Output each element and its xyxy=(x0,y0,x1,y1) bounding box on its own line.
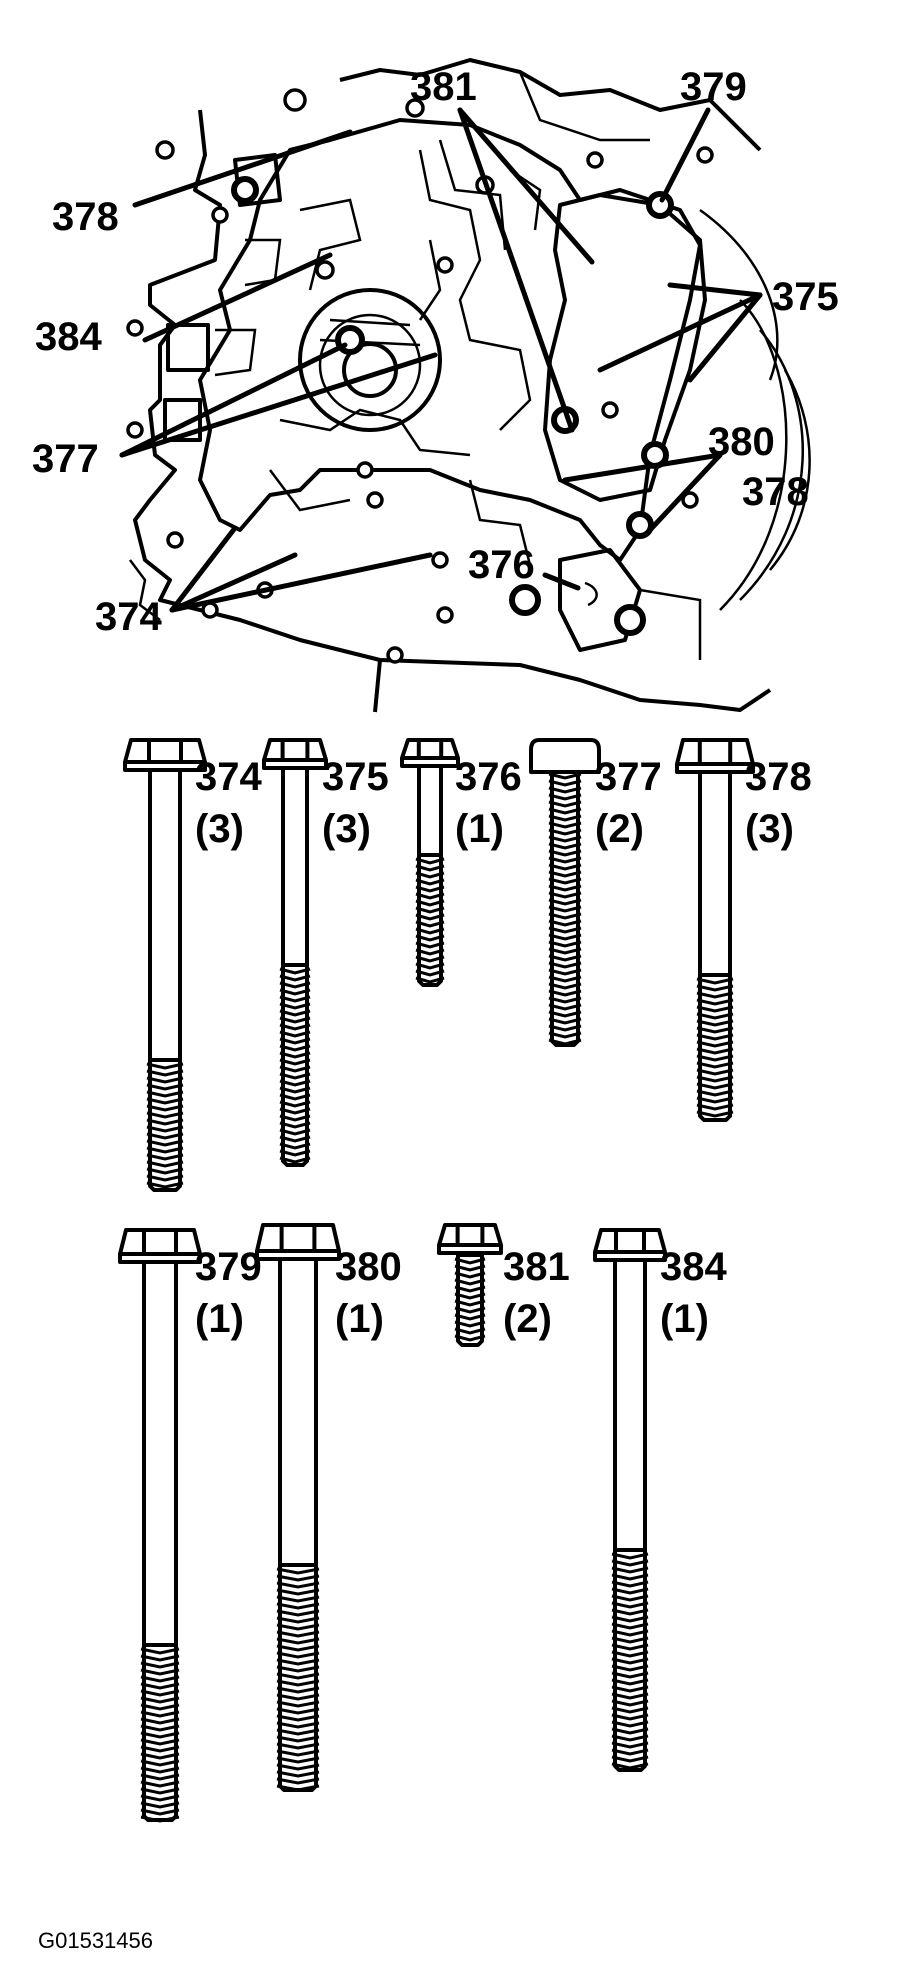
bolt-shank-379 xyxy=(142,1260,178,1647)
bolt-shank-381 xyxy=(456,1251,484,1257)
bolt-376: 376(1) xyxy=(400,738,522,987)
bolt-378: 378(3) xyxy=(675,738,812,1122)
bolt-head-384 xyxy=(593,1228,667,1262)
bolt-thread-374 xyxy=(146,1060,184,1192)
bolt-quantity-374: (3) xyxy=(195,807,244,851)
bolt-number-379: 379 xyxy=(195,1245,262,1289)
callout-380: 380 xyxy=(708,420,775,464)
bolt-head-381 xyxy=(437,1223,503,1255)
callout-379: 379 xyxy=(680,65,747,109)
callout-378-top: 378 xyxy=(52,195,119,239)
callout-labels: 381 379 378 375 384 377 380 378 376 374 xyxy=(32,65,839,639)
bolt-head-380 xyxy=(255,1223,341,1261)
valve-body-illustration xyxy=(126,58,811,713)
bolt-number-377: 377 xyxy=(595,755,662,799)
bolt-head-379 xyxy=(118,1228,202,1264)
bolt-head-377 xyxy=(529,738,601,774)
bolt-thread-380 xyxy=(276,1565,320,1792)
callout-377: 377 xyxy=(32,437,99,481)
bolt-number-374: 374 xyxy=(195,755,262,799)
bolt-thread-379 xyxy=(140,1645,180,1823)
bolt-377: 377(2) xyxy=(529,738,662,1047)
bolt-head-376 xyxy=(400,738,460,768)
bolt-shank-378 xyxy=(698,770,732,977)
bolt-head-374 xyxy=(123,738,207,772)
bolt-quantity-376: (1) xyxy=(455,807,504,851)
callout-384: 384 xyxy=(35,315,102,359)
bolt-quantity-377: (2) xyxy=(595,807,644,851)
bolt-number-378: 378 xyxy=(745,755,812,799)
bolt-quantity-384: (1) xyxy=(660,1297,709,1341)
callout-378-right: 378 xyxy=(742,470,809,514)
figure-id: G01531456 xyxy=(38,1928,153,1953)
bolt-thread-375 xyxy=(279,965,311,1167)
bolt-shank-380 xyxy=(278,1257,318,1567)
bolt-quantity-378: (3) xyxy=(745,807,794,851)
bolt-position-markers xyxy=(231,176,674,636)
bolt-380: 380(1) xyxy=(255,1223,402,1792)
callout-376: 376 xyxy=(468,543,535,587)
bolt-379: 379(1) xyxy=(118,1228,262,1823)
bolt-shank-375 xyxy=(281,766,309,967)
bolt-number-380: 380 xyxy=(335,1245,402,1289)
bolt-chart: 374(3)375(3)376(1)377(2)378(3)379(1)380(… xyxy=(118,738,812,1823)
bolt-head-378 xyxy=(675,738,755,774)
leader-lines xyxy=(119,107,763,613)
callout-374: 374 xyxy=(95,595,162,639)
bolt-number-376: 376 xyxy=(455,755,522,799)
bolt-quantity-381: (2) xyxy=(503,1297,552,1341)
callout-381: 381 xyxy=(410,65,477,109)
bolt-375: 375(3) xyxy=(262,738,389,1167)
bolt-thread-378 xyxy=(696,975,734,1122)
callout-375: 375 xyxy=(772,275,839,319)
bolt-shank-384 xyxy=(613,1258,647,1552)
bolt-quantity-375: (3) xyxy=(322,807,371,851)
bolt-thread-377 xyxy=(548,770,582,1047)
bolt-head-375 xyxy=(262,738,328,770)
bolt-number-381: 381 xyxy=(503,1245,570,1289)
bolt-shank-374 xyxy=(148,768,182,1062)
bolt-shank-376 xyxy=(417,764,443,857)
bolt-thread-376 xyxy=(415,855,445,987)
bolt-374: 374(3) xyxy=(123,738,262,1192)
bolt-384: 384(1) xyxy=(593,1228,727,1772)
bolt-quantity-380: (1) xyxy=(335,1297,384,1341)
bolt-381: 381(2) xyxy=(437,1223,570,1347)
bolt-hole-markers xyxy=(126,88,714,664)
bolt-quantity-379: (1) xyxy=(195,1297,244,1341)
bolt-thread-384 xyxy=(611,1550,649,1772)
bolt-number-384: 384 xyxy=(660,1245,727,1289)
bolt-number-375: 375 xyxy=(322,755,389,799)
bolt-thread-381 xyxy=(454,1255,486,1347)
